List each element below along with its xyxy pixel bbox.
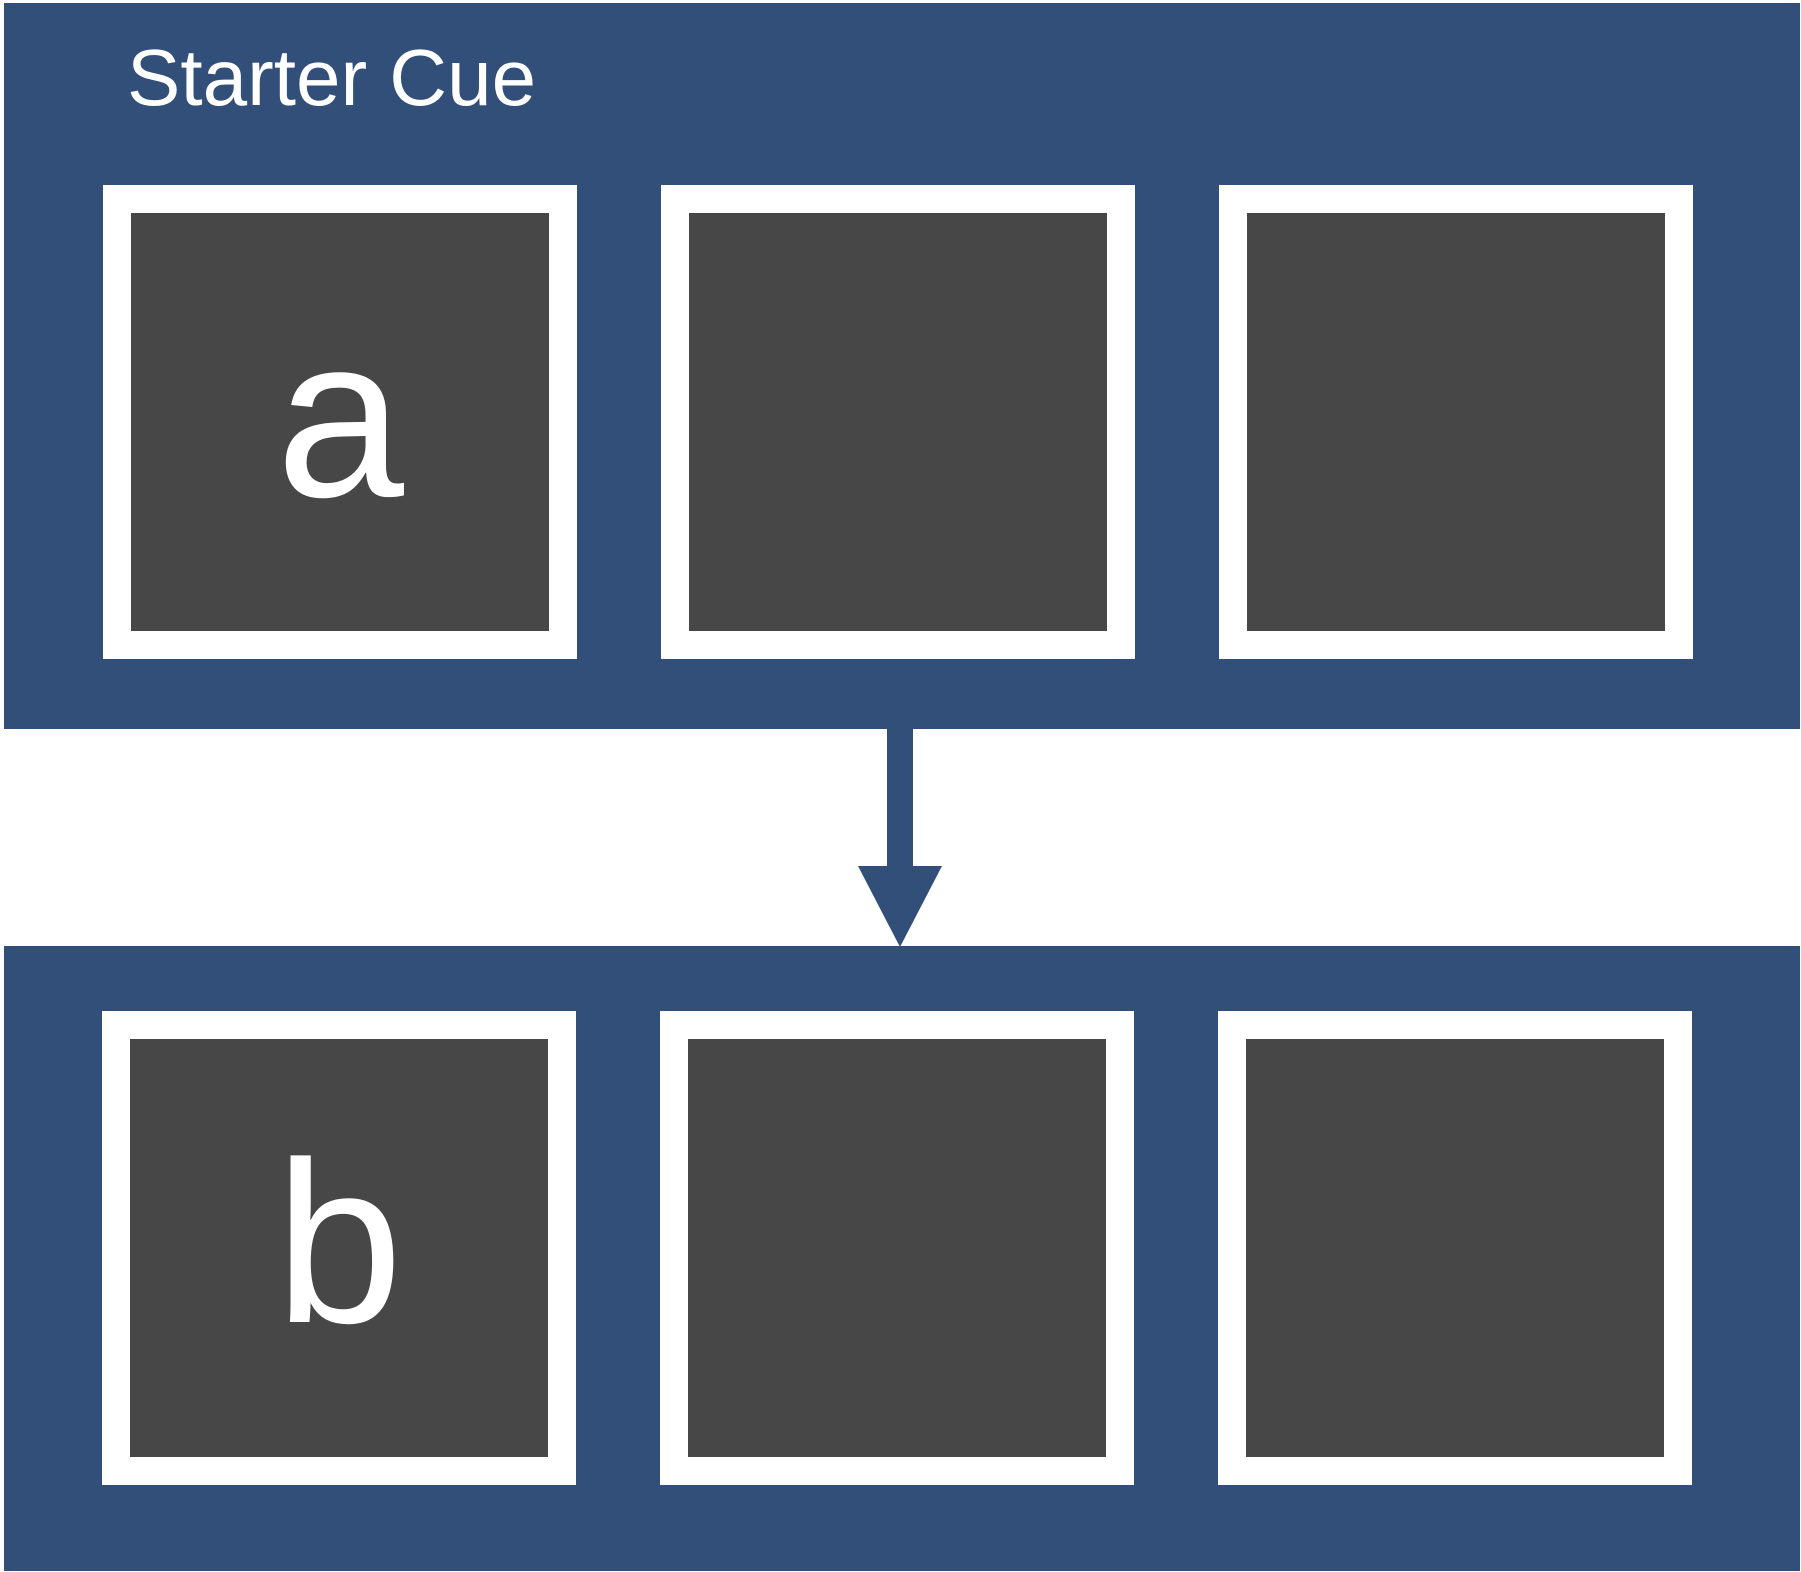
slot-3 bbox=[1219, 185, 1693, 659]
slot-3 bbox=[1218, 1011, 1692, 1485]
arrow-shaft bbox=[887, 729, 913, 867]
panel-title: Starter Cue bbox=[127, 33, 537, 122]
slot-2 bbox=[661, 185, 1135, 659]
target-panel: b bbox=[4, 946, 1800, 1571]
slot-2 bbox=[660, 1011, 1134, 1485]
down-arrow-icon bbox=[858, 729, 942, 947]
starter-cue-panel: Starter Cue a bbox=[4, 3, 1800, 729]
slot-letter: b bbox=[275, 1114, 403, 1371]
slot-letter: a bbox=[276, 288, 404, 545]
slot-1: b bbox=[102, 1011, 576, 1485]
arrow-head bbox=[858, 866, 942, 947]
slot-1: a bbox=[103, 185, 577, 659]
